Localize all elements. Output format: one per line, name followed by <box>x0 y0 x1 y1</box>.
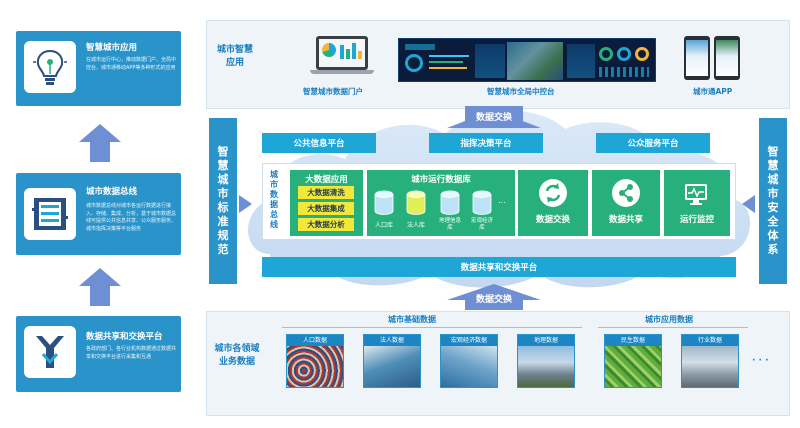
merge-arrow-icon <box>24 326 76 378</box>
bigdata-clean: 大数据清洗 <box>298 186 354 199</box>
section-label: 城市各领域业务数据 <box>214 344 260 367</box>
industry-data-thumb: 行业数据 <box>681 334 739 388</box>
divider-line <box>282 327 582 328</box>
legal-db-icon <box>406 190 426 215</box>
macro-db-icon <box>472 190 492 215</box>
panel-data-bus: 城市数据总线 城市数据总线对城市各运行数据进行接入、存储、集成、分析，基于城市数… <box>16 173 181 255</box>
geo-db-icon <box>440 190 460 215</box>
basic-data-title: 城市基础数据 <box>388 315 436 324</box>
db-label: 地理信息库 <box>438 218 461 231</box>
up-arrow-stem <box>90 140 110 162</box>
exchange-arrow-bottom: 数据交换 <box>447 278 541 310</box>
phone-icons <box>684 36 742 80</box>
panel-share-exchange: 数据共享和交换平台 各政府部门、各行业机构数据通过数据共享和交换平台进行采集和互… <box>16 316 181 392</box>
left-arrow-icon <box>239 195 252 213</box>
population-db-icon <box>374 190 394 215</box>
dashboard-screen <box>398 38 656 82</box>
db-more: ... <box>498 196 506 205</box>
panel-desc: 在城市运行中心，推动数据门户、全局中控台、城市通移动APP等多种形式的应用 <box>86 57 177 71</box>
lightbulb-icon <box>24 41 76 93</box>
up-arrow-icon <box>79 124 121 142</box>
share-exchange-platform: 数据共享和交换平台 <box>262 257 736 277</box>
exchange-card-label: 数据交换 <box>535 215 570 225</box>
monitor-icon <box>681 178 711 212</box>
divider-line <box>598 327 748 328</box>
legal-data-thumb: 法人数据 <box>363 334 421 388</box>
city-db-title: 城市运行数据库 <box>411 175 471 185</box>
monitor-card-label: 运行监控 <box>679 215 714 225</box>
data-bus-label: 城市数据总线 <box>270 170 278 229</box>
laptop-icon <box>310 36 374 78</box>
public-info-platform: 公共信息平台 <box>262 133 376 153</box>
panel-title: 智慧城市应用 <box>86 43 138 53</box>
refresh-icon <box>538 178 568 212</box>
standards-bar: 智慧城市标准规范 <box>209 118 237 284</box>
right-arrow-icon <box>742 195 755 213</box>
panel-smart-city-app: 智慧城市应用 在城市运行中心，推动数据门户、全局中控台、城市通移动APP等多种形… <box>16 31 181 106</box>
panel-title: 城市数据总线 <box>86 187 138 197</box>
exchange-arrow-top: 数据交换 <box>447 96 541 128</box>
db-label: 人口库 <box>374 222 393 229</box>
panel-desc: 城市数据总线对城市各运行数据进行接入、存储、集成、分析，基于城市数据总线可提供公… <box>86 203 177 232</box>
bigdata-title: 大数据应用 <box>305 175 348 185</box>
up-arrow-stem <box>90 284 110 306</box>
app-item-label: 城市通APP <box>693 87 733 96</box>
bigdata-analyze: 大数据分析 <box>298 218 354 231</box>
data-bus-icon <box>24 188 76 240</box>
more-dots: · · · <box>752 356 769 366</box>
exchange-label: 数据交换 <box>475 294 512 305</box>
livelihood-data-thumb: 民生数据 <box>604 334 662 388</box>
up-arrow-icon <box>79 268 121 286</box>
app-item-label: 智慧城市数据门户 <box>303 87 363 96</box>
command-decision-platform: 指挥决策平台 <box>429 133 543 153</box>
app-item-label: 智慧城市全局中控台 <box>487 87 555 96</box>
bigdata-integrate: 大数据集成 <box>298 202 354 215</box>
exchange-label: 数据交换 <box>475 112 512 123</box>
section-label: 城市智慧应用 <box>216 45 253 68</box>
db-label: 法人库 <box>406 222 425 229</box>
macro-data-thumb: 宏观经济数据 <box>440 334 498 388</box>
security-bar: 智慧城市安全体系 <box>759 118 787 284</box>
geo-data-thumb: 地理数据 <box>517 334 575 388</box>
panel-title: 数据共享和交换平台 <box>86 332 163 342</box>
db-label: 宏观经济库 <box>470 218 493 231</box>
population-data-thumb: 人口数据 <box>286 334 344 388</box>
share-card-label: 数据共享 <box>608 215 643 225</box>
public-service-platform: 公众服务平台 <box>596 133 710 153</box>
share-icon <box>611 178 641 212</box>
panel-desc: 各政府部门、各行业机构数据通过数据共享和交换平台进行采集和互通 <box>86 346 177 360</box>
app-data-title: 城市应用数据 <box>645 315 693 324</box>
